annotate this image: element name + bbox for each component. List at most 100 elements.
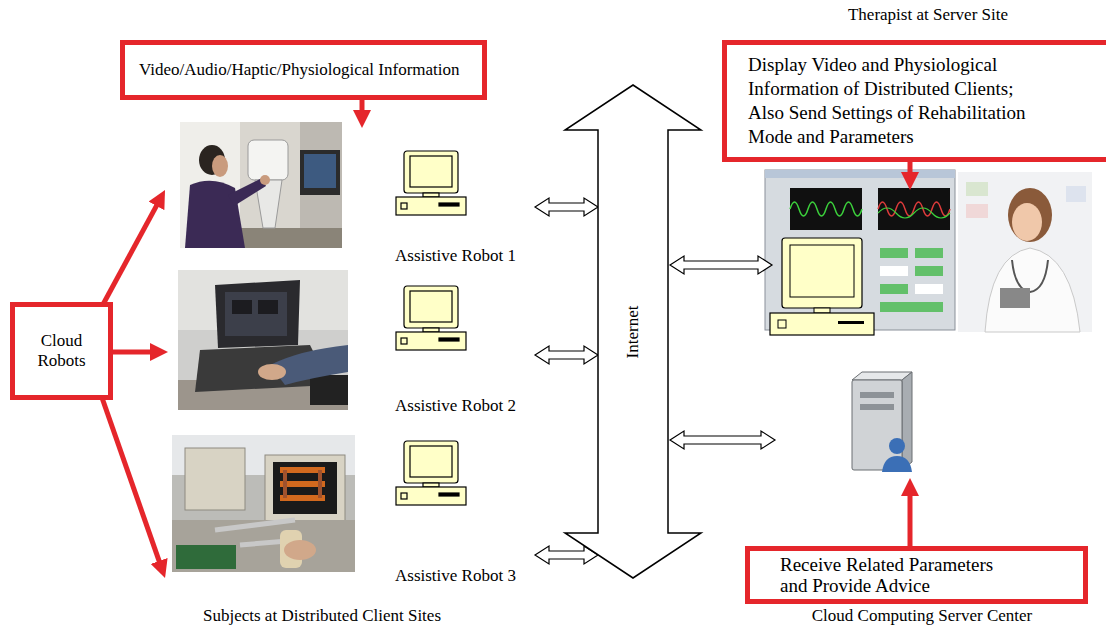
patient-photo-2 — [310, 375, 348, 405]
computer-icon — [410, 291, 452, 322]
patient-photo-3 — [273, 462, 337, 514]
server-icon — [882, 456, 912, 472]
patient-photo-1 — [260, 175, 270, 185]
server-icon — [860, 404, 894, 410]
therapist-screen — [790, 188, 862, 230]
node-text: Receive Related Parameters and Provide A… — [780, 554, 1016, 596]
internet-outline — [565, 85, 701, 578]
therapist-screen — [915, 266, 943, 276]
patient-photo-1 — [304, 154, 336, 188]
therapist-photo — [966, 204, 988, 218]
patient-photo-3 — [172, 435, 355, 572]
therapist-photo — [958, 172, 1092, 332]
therapist-screen — [915, 248, 943, 258]
node-text: Assistive Robot 3 — [390, 566, 535, 586]
therapist-computer — [838, 321, 864, 324]
network-arrow — [670, 431, 775, 449]
patient-photo-3 — [280, 470, 325, 498]
computer-icon — [439, 338, 459, 341]
computer-icon — [410, 156, 452, 187]
computer-icon — [404, 286, 458, 328]
server-icon — [860, 392, 894, 398]
patient-photo-2 — [178, 270, 348, 410]
therapist-screen — [790, 202, 862, 216]
server-icon — [902, 372, 912, 470]
computer-icon — [423, 193, 439, 197]
red-pointer-arrow — [100, 392, 162, 570]
therapist-photo — [1012, 203, 1042, 241]
patient-photo-3 — [284, 540, 316, 560]
red-pointer-arrow — [100, 197, 161, 310]
computer-icon — [395, 440, 467, 506]
computer-icon — [410, 446, 452, 477]
computer-icon — [396, 487, 466, 505]
patient-photo-3 — [172, 520, 355, 572]
therapist-screen — [880, 302, 943, 312]
computer-icon — [423, 483, 439, 487]
patient-photo-1 — [180, 122, 342, 248]
patient-photo-2 — [270, 345, 348, 385]
therapist-photo — [966, 182, 988, 196]
computer-icon — [404, 151, 458, 193]
computer-icon — [439, 493, 459, 496]
server-icon — [852, 372, 912, 472]
patient-photo-2 — [178, 270, 348, 410]
computer-icon — [401, 203, 407, 209]
network-connector — [535, 346, 598, 364]
caption-label: Therapist at Server Site — [848, 5, 1008, 24]
callout-box: Display Video and Physiological Informat… — [722, 40, 1106, 162]
computer-node: Assistive Robot 2 — [390, 280, 535, 416]
therapist-photo — [985, 248, 1080, 332]
therapist-photo — [1012, 260, 1048, 292]
network-arrow — [670, 256, 772, 274]
computer-icon — [395, 285, 467, 351]
computer-icon — [396, 332, 466, 350]
computer-node: Assistive Robot 3 — [390, 435, 535, 586]
patient-photo-1 — [212, 155, 228, 177]
therapist-computer — [814, 308, 830, 313]
patient-photo-2 — [215, 280, 300, 348]
computer-icon — [401, 493, 407, 499]
callout-box: Video/Audio/Haptic/Physiological Informa… — [120, 40, 487, 100]
patient-photo-2 — [258, 300, 278, 314]
patient-photo-1 — [300, 150, 340, 195]
therapist-screen — [878, 188, 950, 230]
callout-box: Receive Related Parameters and Provide A… — [745, 546, 1088, 604]
therapist-screen — [765, 170, 955, 178]
computer-icon — [395, 150, 467, 216]
therapist-photo — [1008, 188, 1052, 242]
patient-photo-3 — [185, 448, 245, 510]
computer-icon — [423, 328, 439, 332]
patient-photo-3 — [176, 545, 236, 569]
therapist-screen — [765, 170, 955, 330]
patient-photo-3 — [265, 455, 345, 525]
node-text: Assistive Robot 2 — [390, 396, 535, 416]
server-icon — [889, 438, 905, 454]
patient-photo-1 — [248, 140, 288, 180]
patient-photo-1 — [180, 122, 342, 248]
caption-label: Subjects at Distributed Client Sites — [203, 606, 441, 625]
therapist-screen — [915, 284, 943, 294]
patient-photo-2 — [232, 300, 252, 314]
patient-photo-1 — [240, 228, 342, 248]
patient-photo-2 — [225, 292, 287, 336]
therapist-photo — [1000, 288, 1030, 308]
red-pointer-arrow — [100, 98, 910, 570]
therapist-screen — [880, 266, 908, 276]
therapist-screen — [880, 284, 908, 294]
patient-photo-1 — [228, 178, 266, 206]
computer-icon — [439, 203, 459, 206]
node-text: Display Video and Physiological Informat… — [748, 53, 1048, 149]
computer-icon — [401, 338, 407, 344]
therapist-screen — [880, 248, 908, 258]
therapist-computer — [778, 320, 786, 328]
patient-photo-3 — [285, 470, 320, 498]
therapist-photo — [958, 172, 1092, 332]
computer-node: Assistive Robot 1 — [390, 145, 535, 266]
computer-icon — [396, 197, 466, 215]
therapist-screen — [878, 208, 950, 218]
therapist-computer — [770, 238, 874, 335]
computer-icon — [404, 441, 458, 483]
caption-label: Cloud Computing Server Center — [812, 606, 1033, 625]
internet-arrow: Internet — [598, 85, 668, 578]
